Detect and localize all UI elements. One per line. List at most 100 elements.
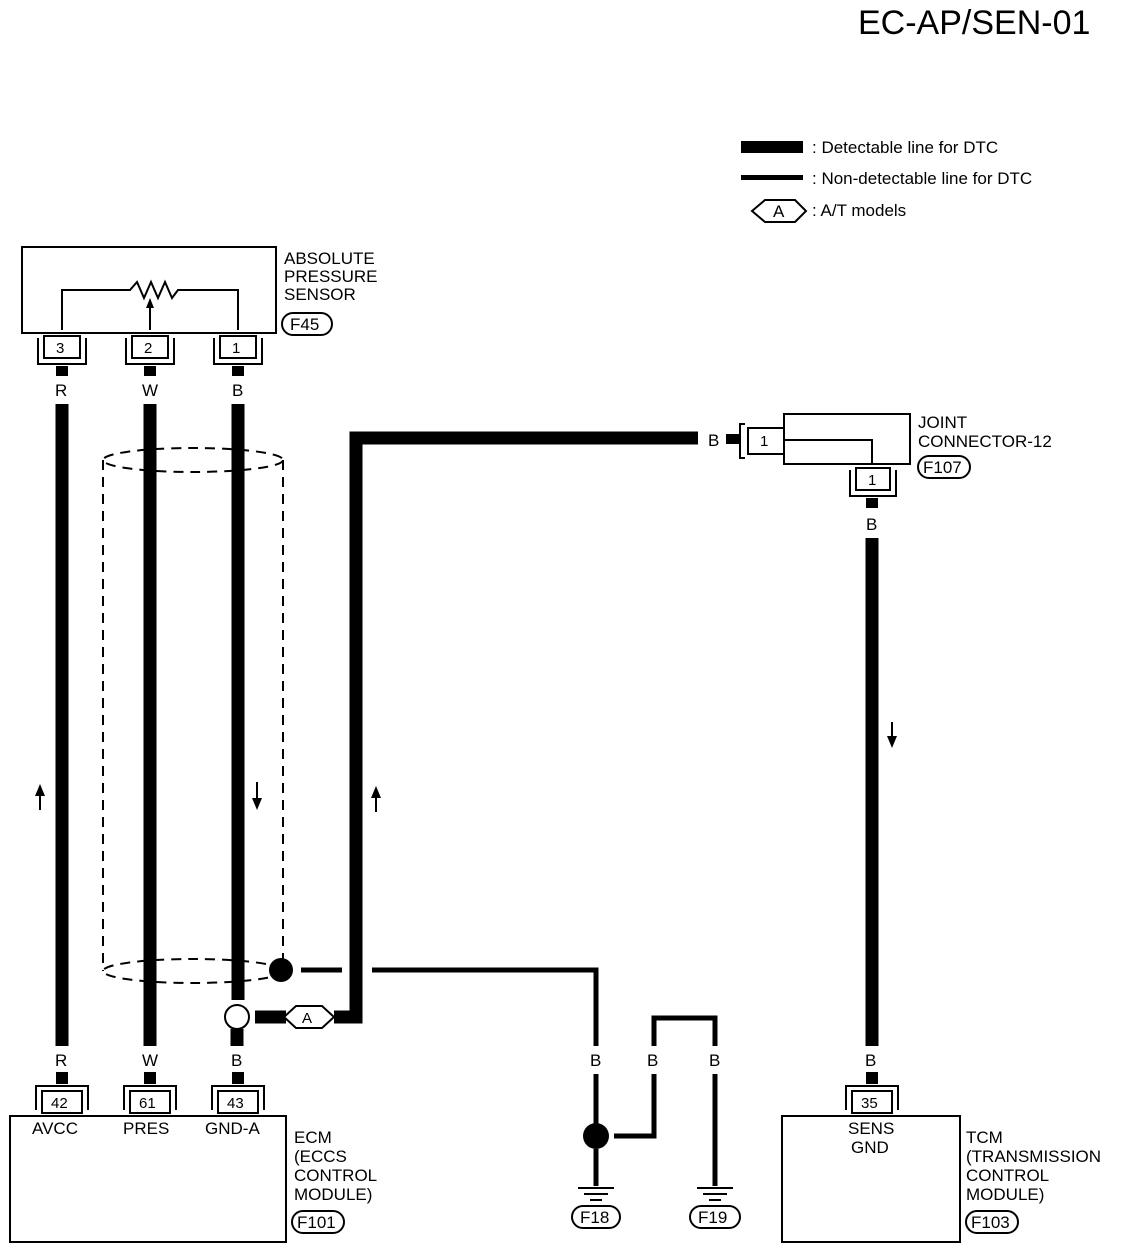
wire-color-r-top: R bbox=[55, 381, 67, 400]
ecm-pin43: 43 bbox=[227, 1095, 244, 1112]
ecm-connector-oval bbox=[291, 1210, 345, 1234]
page-code: EC-AP/SEN-01 bbox=[858, 4, 1090, 42]
tcm-box bbox=[781, 1115, 961, 1243]
legend-thin-line bbox=[741, 175, 803, 180]
tcm: B 35 SENS GND TCM (TRANSMISSION CONTROL … bbox=[781, 1051, 1101, 1243]
ground-wire-color-1: B bbox=[590, 1051, 601, 1070]
ground-f19-oval bbox=[689, 1205, 741, 1229]
ecm-box bbox=[9, 1115, 287, 1243]
legend-at-symbol: A bbox=[773, 202, 785, 221]
joint-connector-oval bbox=[917, 455, 971, 479]
arrow-up-r bbox=[35, 784, 45, 810]
sensor-pin3: 3 bbox=[56, 340, 64, 357]
legend: : Detectable line for DTC : Non-detectab… bbox=[741, 138, 1032, 223]
shield bbox=[102, 447, 284, 984]
sensor-name-line2: PRESSURE bbox=[284, 267, 378, 286]
wire-color-r-bottom: R bbox=[55, 1051, 67, 1070]
tcm-pin35-bracket bbox=[845, 1085, 899, 1110]
legend-non-detectable-text: : Non-detectable line for DTC bbox=[812, 169, 1032, 188]
ecm-name-line4: MODULE) bbox=[294, 1185, 372, 1204]
ground-wire-2 bbox=[614, 1074, 657, 1139]
ground-symbol-f18 bbox=[578, 1187, 614, 1201]
legend-thick-line bbox=[741, 141, 803, 153]
tcm-pin35-box bbox=[851, 1090, 893, 1114]
sensor-pin2-bracket bbox=[125, 338, 175, 365]
joint-side-wire-color: B bbox=[708, 431, 719, 450]
tcm-terminal-line2: GND bbox=[851, 1138, 889, 1157]
ecm-name-line2: (ECCS bbox=[294, 1147, 347, 1166]
sensor-name-line1: ABSOLUTE bbox=[284, 249, 375, 268]
tcm-name-line3: CONTROL bbox=[966, 1166, 1049, 1185]
absolute-pressure-sensor: ABSOLUTE PRESSURE SENSOR F45 3 2 1 bbox=[21, 246, 378, 365]
ecm-connector-id: F101 bbox=[297, 1213, 336, 1232]
wire-w-stub-bottom bbox=[144, 1072, 156, 1084]
ecm-pin42-box bbox=[41, 1090, 83, 1114]
ecm-name-line1: ECM bbox=[294, 1128, 332, 1147]
joint-side-stub bbox=[726, 434, 740, 444]
joint-bottom-pin: 1 bbox=[868, 472, 876, 489]
ecm-pin42-bracket bbox=[35, 1085, 89, 1110]
ecm-pin61-bracket bbox=[123, 1085, 177, 1110]
joint-bottom-stub bbox=[866, 498, 878, 508]
joint-side-pin: 1 bbox=[760, 433, 768, 450]
wire-color-w-top: W bbox=[142, 381, 158, 400]
sensor-pin3-box bbox=[43, 335, 81, 359]
ecm-terminal-gnd-a: GND-A bbox=[205, 1119, 260, 1138]
ground-wire-color-3: B bbox=[709, 1051, 720, 1070]
ecm: 42 61 43 AVCC PRES GND-A ECM (ECCS CONTR… bbox=[9, 1085, 377, 1243]
arrow-up-joint bbox=[371, 786, 381, 812]
tcm-wire-color: B bbox=[865, 1051, 876, 1070]
arrow-down-tcm bbox=[887, 722, 897, 748]
ground-f18-oval bbox=[571, 1205, 621, 1229]
ecm-terminal-avcc: AVCC bbox=[32, 1119, 78, 1138]
tcm-pin35: 35 bbox=[861, 1095, 878, 1112]
ecm-pin61-box bbox=[129, 1090, 171, 1114]
sensor-pin1: 1 bbox=[232, 340, 240, 357]
tcm-terminal-line1: SENS bbox=[848, 1119, 894, 1138]
tcm-name-line2: (TRANSMISSION bbox=[966, 1147, 1101, 1166]
sensor-pin2: 2 bbox=[144, 340, 152, 357]
ground-circuit: B B B F18 F19 bbox=[571, 1015, 741, 1229]
joint-connector-id: F107 bbox=[923, 458, 962, 477]
tcm-name-line1: TCM bbox=[966, 1128, 1003, 1147]
sensor-pin2-box bbox=[131, 335, 169, 359]
ecm-pin42: 42 bbox=[51, 1095, 68, 1112]
legend-at-marker bbox=[750, 199, 808, 223]
ground-junction bbox=[224, 1004, 250, 1030]
wire-b-stub-top bbox=[232, 366, 244, 376]
shield-top-ellipse bbox=[102, 447, 284, 473]
ground-f18-id: F18 bbox=[580, 1208, 609, 1227]
sensor-wiper-arrow bbox=[146, 298, 154, 308]
sensor-pin3-bracket bbox=[37, 338, 87, 365]
legend-detectable-text: : Detectable line for DTC bbox=[812, 138, 998, 157]
joint-side-bracket bbox=[739, 423, 745, 459]
shield-bottom-ellipse bbox=[102, 958, 284, 984]
sensor-pin1-bracket bbox=[213, 338, 263, 365]
tcm-wire-stub bbox=[866, 1072, 878, 1084]
ecm-pin43-bracket bbox=[211, 1085, 265, 1110]
arrow-down-b bbox=[252, 782, 262, 810]
ground-wire-top-link bbox=[651, 1015, 718, 1046]
at-marker-label: A bbox=[302, 1010, 312, 1027]
wire-b-stub-bottom bbox=[232, 1072, 244, 1084]
wire-r-stub-bottom bbox=[56, 1072, 68, 1084]
sensor-connector-oval bbox=[281, 312, 333, 336]
ecm-pin61: 61 bbox=[139, 1095, 156, 1112]
wire-color-w-bottom: W bbox=[142, 1051, 158, 1070]
ground-wire-color-2: B bbox=[647, 1051, 658, 1070]
ecm-name-line3: CONTROL bbox=[294, 1166, 377, 1185]
sensor-connector-id: F45 bbox=[290, 315, 319, 334]
joint-name-line1: JOINT bbox=[918, 413, 967, 432]
ecm-pin43-box bbox=[217, 1090, 259, 1114]
tcm-name-line4: MODULE) bbox=[966, 1185, 1044, 1204]
sensor-name-line3: SENSOR bbox=[284, 285, 356, 304]
ground-symbol-f19 bbox=[697, 1187, 733, 1201]
wire-r-stub-top bbox=[56, 366, 68, 376]
joint-bottom-wire-color: B bbox=[866, 515, 877, 534]
ground-f19-id: F19 bbox=[698, 1208, 727, 1227]
wire-color-b-bottom: B bbox=[231, 1051, 242, 1070]
ground-splice bbox=[583, 1123, 609, 1149]
joint-internal-link bbox=[784, 439, 873, 464]
tcm-connector-oval bbox=[965, 1210, 1019, 1234]
